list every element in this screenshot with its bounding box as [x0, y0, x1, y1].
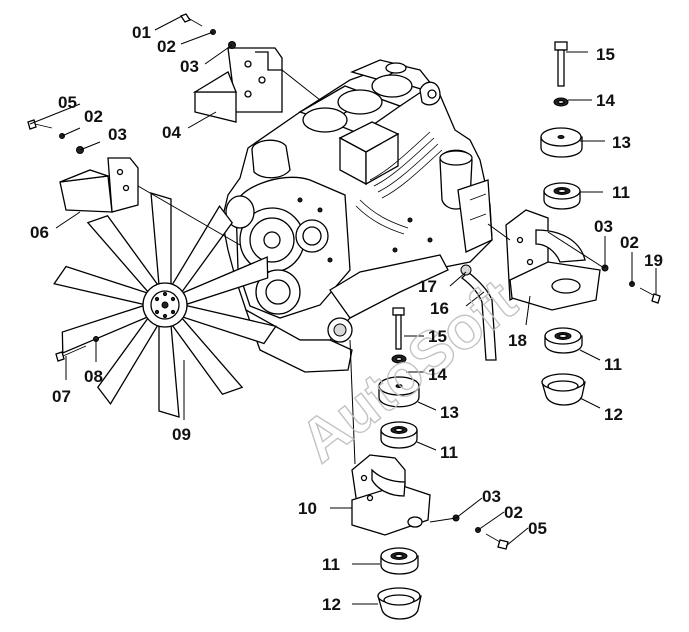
- rear-mount-stack: [540, 41, 586, 406]
- callout-03: 03: [180, 57, 199, 76]
- callout-11: 11: [322, 555, 340, 574]
- callout-17: 17: [418, 277, 437, 296]
- side-engine-bracket-06: [59, 157, 139, 213]
- callout-09: 09: [172, 425, 191, 444]
- center-mount-stack: [378, 307, 420, 449]
- fan-blade: [158, 324, 180, 418]
- callout-16: 16: [430, 299, 449, 318]
- callout-11: 11: [604, 355, 622, 374]
- callout-04: 04: [162, 123, 181, 142]
- callout-03: 03: [482, 487, 501, 506]
- rear-engine-bracket-18: [505, 209, 601, 311]
- callout-12: 12: [604, 405, 623, 424]
- callout-15: 15: [428, 327, 447, 346]
- callout-18: 18: [508, 331, 527, 350]
- callout-07: 07: [52, 387, 71, 406]
- callout-05: 05: [58, 93, 77, 112]
- lower-mount-stack: [377, 547, 422, 620]
- callout-12: 12: [322, 595, 341, 614]
- callout-14: 14: [428, 365, 447, 384]
- callout-03: 03: [108, 125, 127, 144]
- callout-10: 10: [298, 499, 317, 518]
- callout-03: 03: [594, 217, 613, 236]
- callout-08: 08: [84, 367, 103, 386]
- callout-14: 14: [596, 91, 615, 110]
- callout-11: 11: [440, 443, 458, 462]
- callout-11: 11: [612, 183, 630, 202]
- leader-lines: [29, 15, 657, 605]
- callout-labels: 01 02 03 04 05 02 03 06 07 08 09 15 14 1…: [30, 23, 663, 614]
- callout-01: 01: [132, 23, 151, 42]
- callout-02: 02: [504, 503, 523, 522]
- front-engine-bracket-04: [192, 47, 283, 123]
- callout-02: 02: [620, 233, 639, 252]
- callout-02: 02: [84, 107, 103, 126]
- oil-drain-hose-16: [460, 264, 497, 361]
- callout-19: 19: [644, 251, 663, 270]
- callout-06: 06: [30, 223, 49, 242]
- callout-13: 13: [440, 403, 459, 422]
- callout-13: 13: [612, 133, 631, 152]
- callout-15: 15: [596, 45, 615, 64]
- engine-assembly: [221, 59, 493, 373]
- callout-05: 05: [528, 519, 547, 538]
- cooling-fan: [53, 192, 277, 418]
- callout-02: 02: [157, 37, 176, 56]
- lower-engine-bracket-10: [351, 454, 431, 536]
- fan-blade: [150, 192, 172, 286]
- fasteners: [27, 13, 661, 550]
